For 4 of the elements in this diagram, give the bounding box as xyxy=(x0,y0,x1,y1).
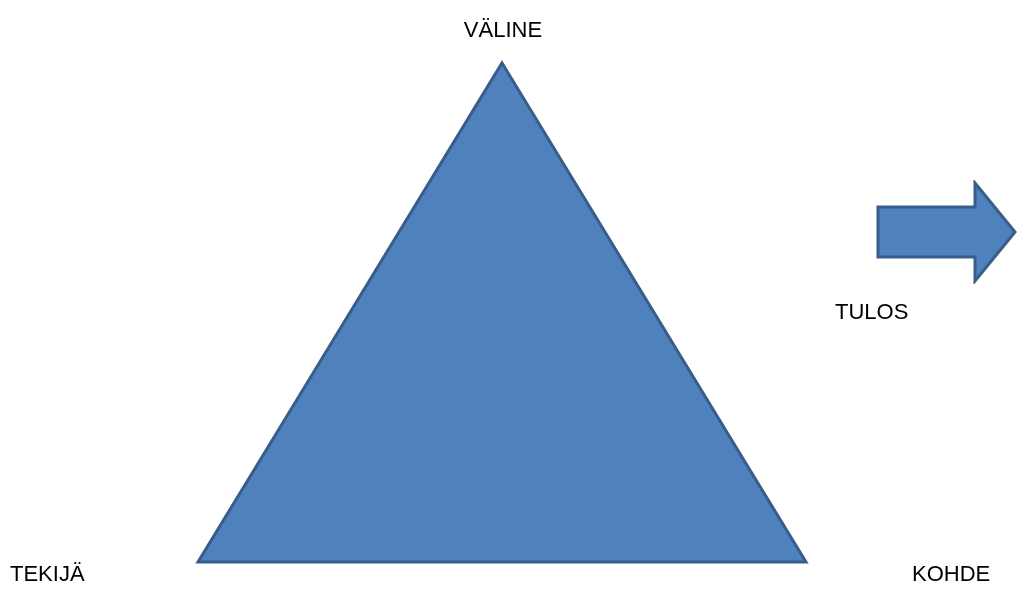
corner-label: TEKIJÄ xyxy=(10,563,85,585)
corner-label: VÄLINE xyxy=(463,19,543,41)
corner-label: TULOS xyxy=(835,301,909,323)
corner-label: KOHDE xyxy=(912,563,991,585)
